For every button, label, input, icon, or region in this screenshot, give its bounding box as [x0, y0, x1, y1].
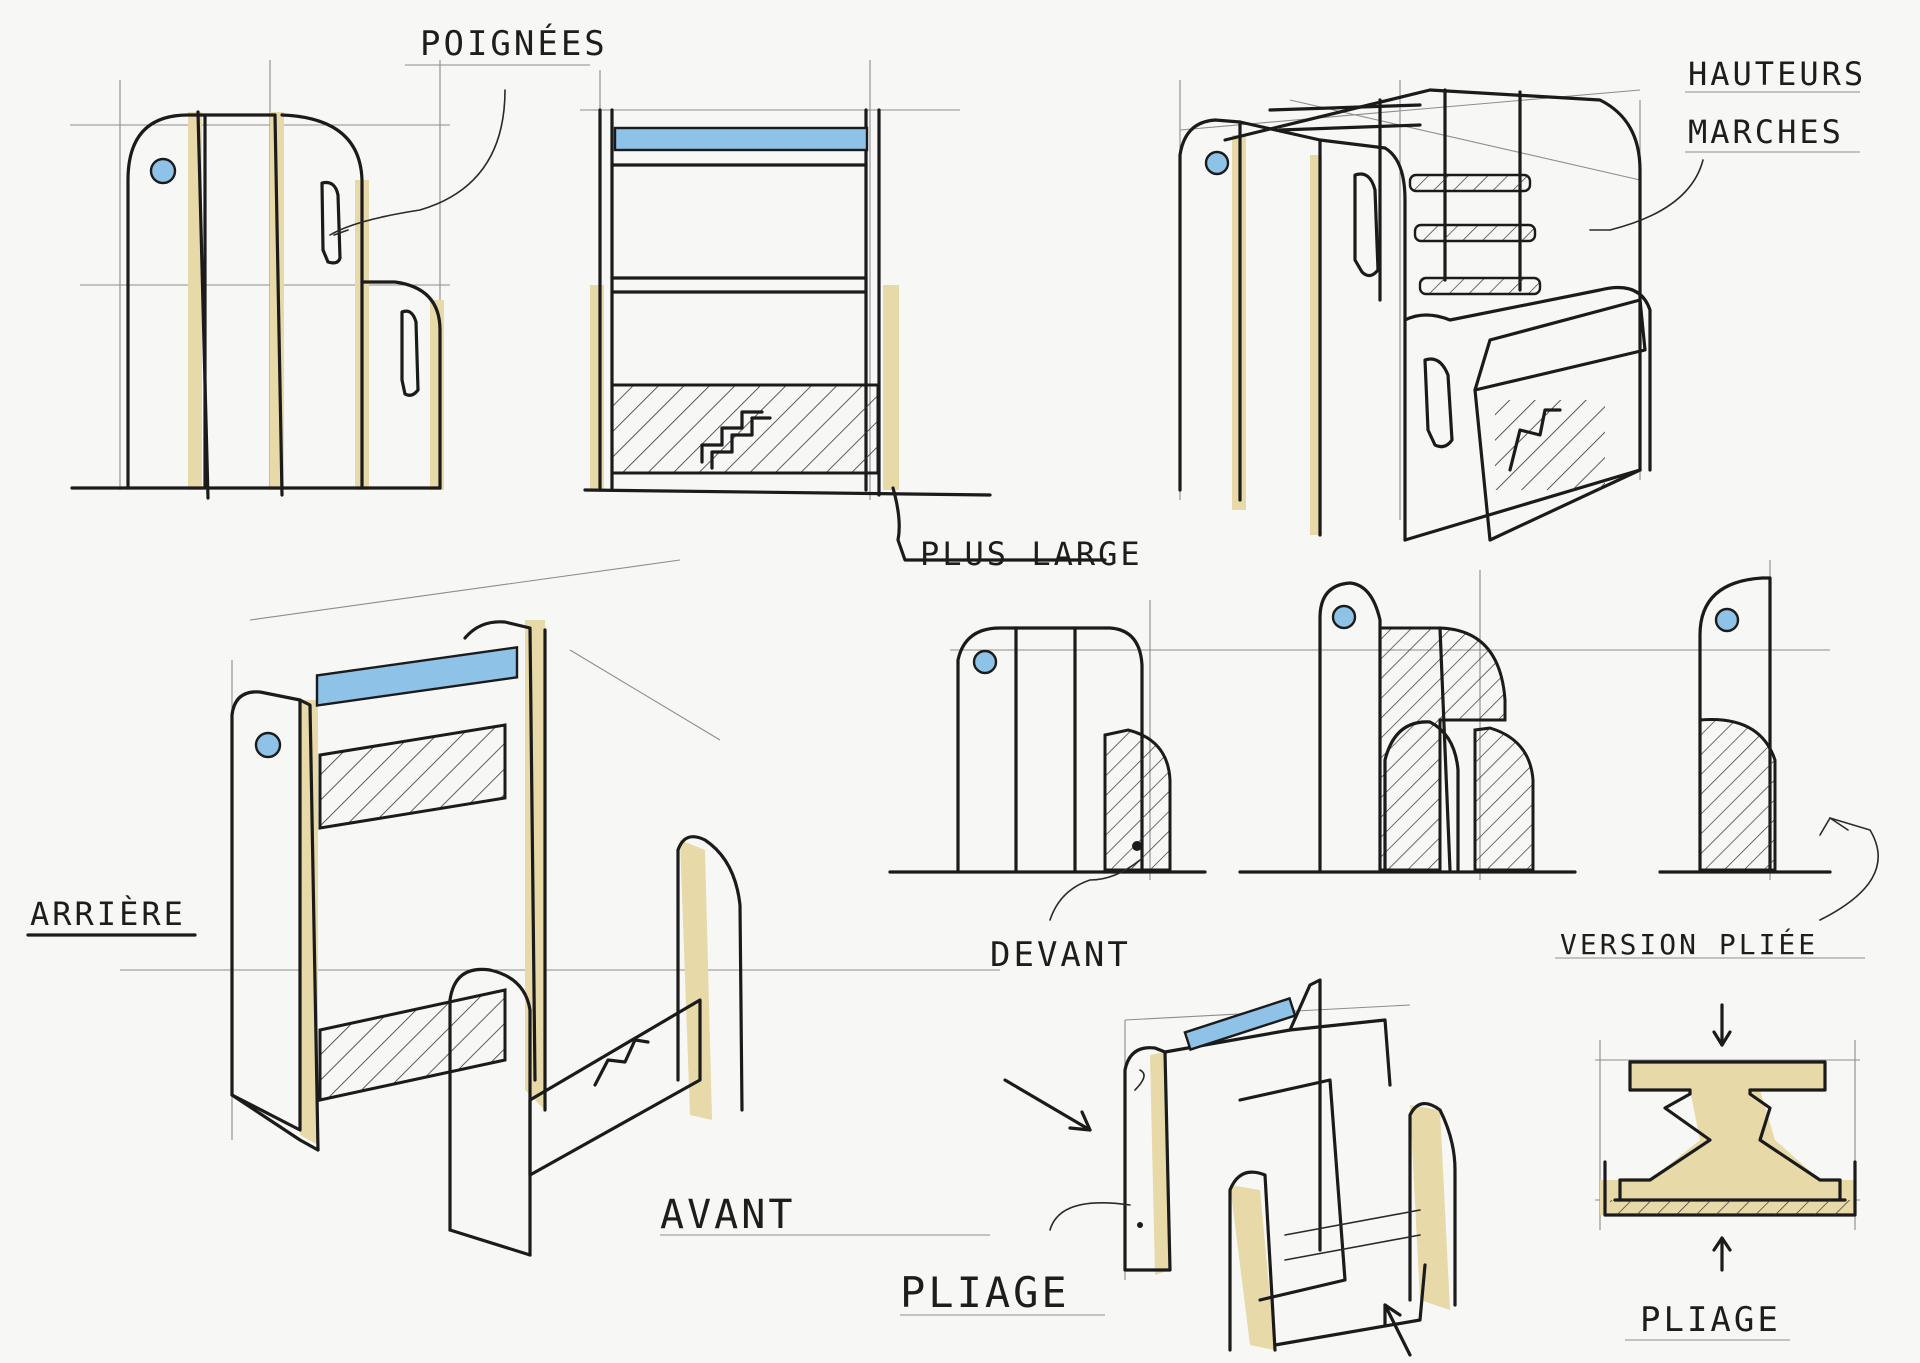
perspective-view-steps	[1178, 80, 1704, 542]
label-marches: MARCHES	[1688, 113, 1844, 151]
folding-views-row	[888, 560, 1879, 921]
label-poignees: POIGNÉES	[420, 24, 608, 64]
label-plus-large: PLUS LARGE	[920, 535, 1143, 573]
label-hauteurs: HAUTEURS	[1688, 55, 1867, 93]
label-arriere: ARRIÈRE	[30, 895, 186, 933]
fold-section-diagram	[1595, 1003, 1860, 1272]
front-view-sketch	[580, 60, 1107, 562]
label-version-pliee: VERSION PLIÉE	[1560, 928, 1819, 961]
label-pliage-right: PLIAGE	[1640, 1300, 1781, 1340]
side-view-sketch	[70, 60, 450, 500]
folded-perspective-view	[1003, 978, 1457, 1357]
label-pliage-center: PLIAGE	[900, 1268, 1070, 1317]
label-avant: AVANT	[660, 1192, 796, 1238]
exploded-perspective-view	[120, 559, 1000, 1257]
label-devant: DEVANT	[990, 935, 1131, 975]
